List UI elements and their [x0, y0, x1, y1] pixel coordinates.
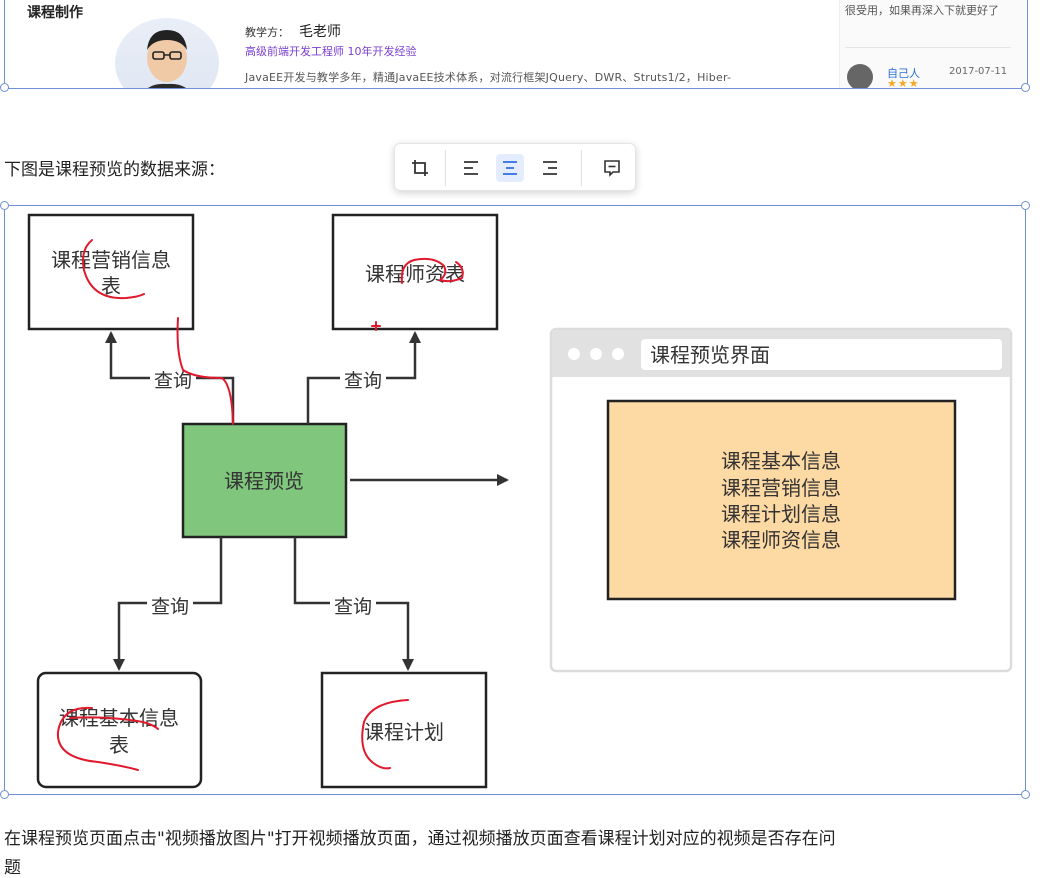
window-dot-icon [568, 348, 580, 360]
section-title: 课程制作 [27, 5, 83, 21]
commenter-name: 自己人 [887, 67, 920, 80]
content-line-4: 课程师资信息 [721, 528, 841, 552]
window-dot-icon [590, 348, 602, 360]
resize-handle-bottom-left[interactable] [0, 83, 9, 92]
crop-button[interactable] [406, 154, 434, 182]
align-center-icon [503, 161, 517, 175]
diagram-image[interactable] [4, 205, 1026, 795]
teacher-label: 教学方： [245, 26, 289, 39]
resize-handle-bottom-right[interactable] [1021, 83, 1030, 92]
box-marketing-table [27, 213, 195, 331]
resize-handle-bottom-left[interactable] [0, 790, 9, 799]
window-dot-icon [612, 348, 624, 360]
toolbar-separator [581, 150, 582, 186]
query-label-basic: 查询 [151, 596, 189, 618]
paragraph-intro: 下图是课程预览的数据来源： [4, 160, 225, 180]
course-screenshot: 课程制作 教学方： 毛老师 高级前端开发工程师 10年开发经验 JavaEE开发… [4, 0, 1028, 89]
red-annotations [56, 239, 464, 771]
teacher-name: 毛老师 [299, 24, 341, 40]
comment-button[interactable] [598, 154, 626, 182]
content-line-1: 课程基本信息 [721, 449, 841, 473]
preview-content-box [606, 399, 957, 601]
align-left-button[interactable] [457, 154, 485, 182]
comment-text: 很受用，如果再深入下就更好了 [845, 4, 999, 17]
resize-handle-top-right[interactable] [1021, 201, 1030, 210]
window-title: 课程预览界面 [650, 343, 770, 367]
query-label-plan: 查询 [334, 596, 372, 618]
resize-handle-top-left[interactable] [0, 201, 9, 210]
align-right-icon [543, 161, 557, 175]
window-address-bar [641, 339, 1002, 370]
rating-stars: ★★★ [887, 77, 920, 89]
align-center-button[interactable] [496, 154, 524, 182]
box-course-preview [181, 422, 348, 539]
content-line-2: 课程营销信息 [721, 476, 841, 500]
image-toolbar [394, 143, 636, 191]
box-marketing-label-1: 课程营销信息 [51, 248, 171, 272]
content-line-3: 课程计划信息 [721, 502, 841, 526]
comment-divider [845, 47, 1011, 48]
teacher-title: 高级前端开发工程师 10年开发经验 [245, 45, 417, 58]
box-plan-label: 课程计划 [364, 720, 444, 744]
toolbar-separator [445, 150, 446, 186]
paragraph-video-check-cont: 题 [4, 858, 21, 878]
box-marketing-label-2: 表 [101, 274, 121, 298]
teacher-description: JavaEE开发与教学多年，精通JavaEE技术体系，对流行框架JQuery、D… [245, 71, 732, 84]
commenter-avatar [847, 64, 873, 88]
query-label-marketing: 查询 [154, 370, 192, 392]
box-basic-info-table [36, 671, 203, 789]
align-right-button[interactable] [536, 154, 564, 182]
crop-icon [412, 160, 428, 176]
box-basic-label-2: 表 [109, 733, 129, 757]
box-teacher-table [331, 213, 499, 331]
paragraph-video-check: 在课程预览页面点击"视频播放图片"打开视频播放页面，通过视频播放页面查看课程计划… [4, 829, 836, 849]
box-course-plan [320, 671, 488, 789]
align-left-icon [464, 161, 478, 175]
comment-date: 2017-07-11 [949, 66, 1008, 77]
box-preview-label: 课程预览 [224, 469, 304, 493]
resize-handle-bottom-right[interactable] [1021, 790, 1030, 799]
comment-icon [604, 160, 620, 177]
box-teacher-label: 课程师资表 [365, 262, 465, 286]
query-label-teacher: 查询 [344, 370, 382, 392]
teacher-avatar [115, 18, 219, 88]
